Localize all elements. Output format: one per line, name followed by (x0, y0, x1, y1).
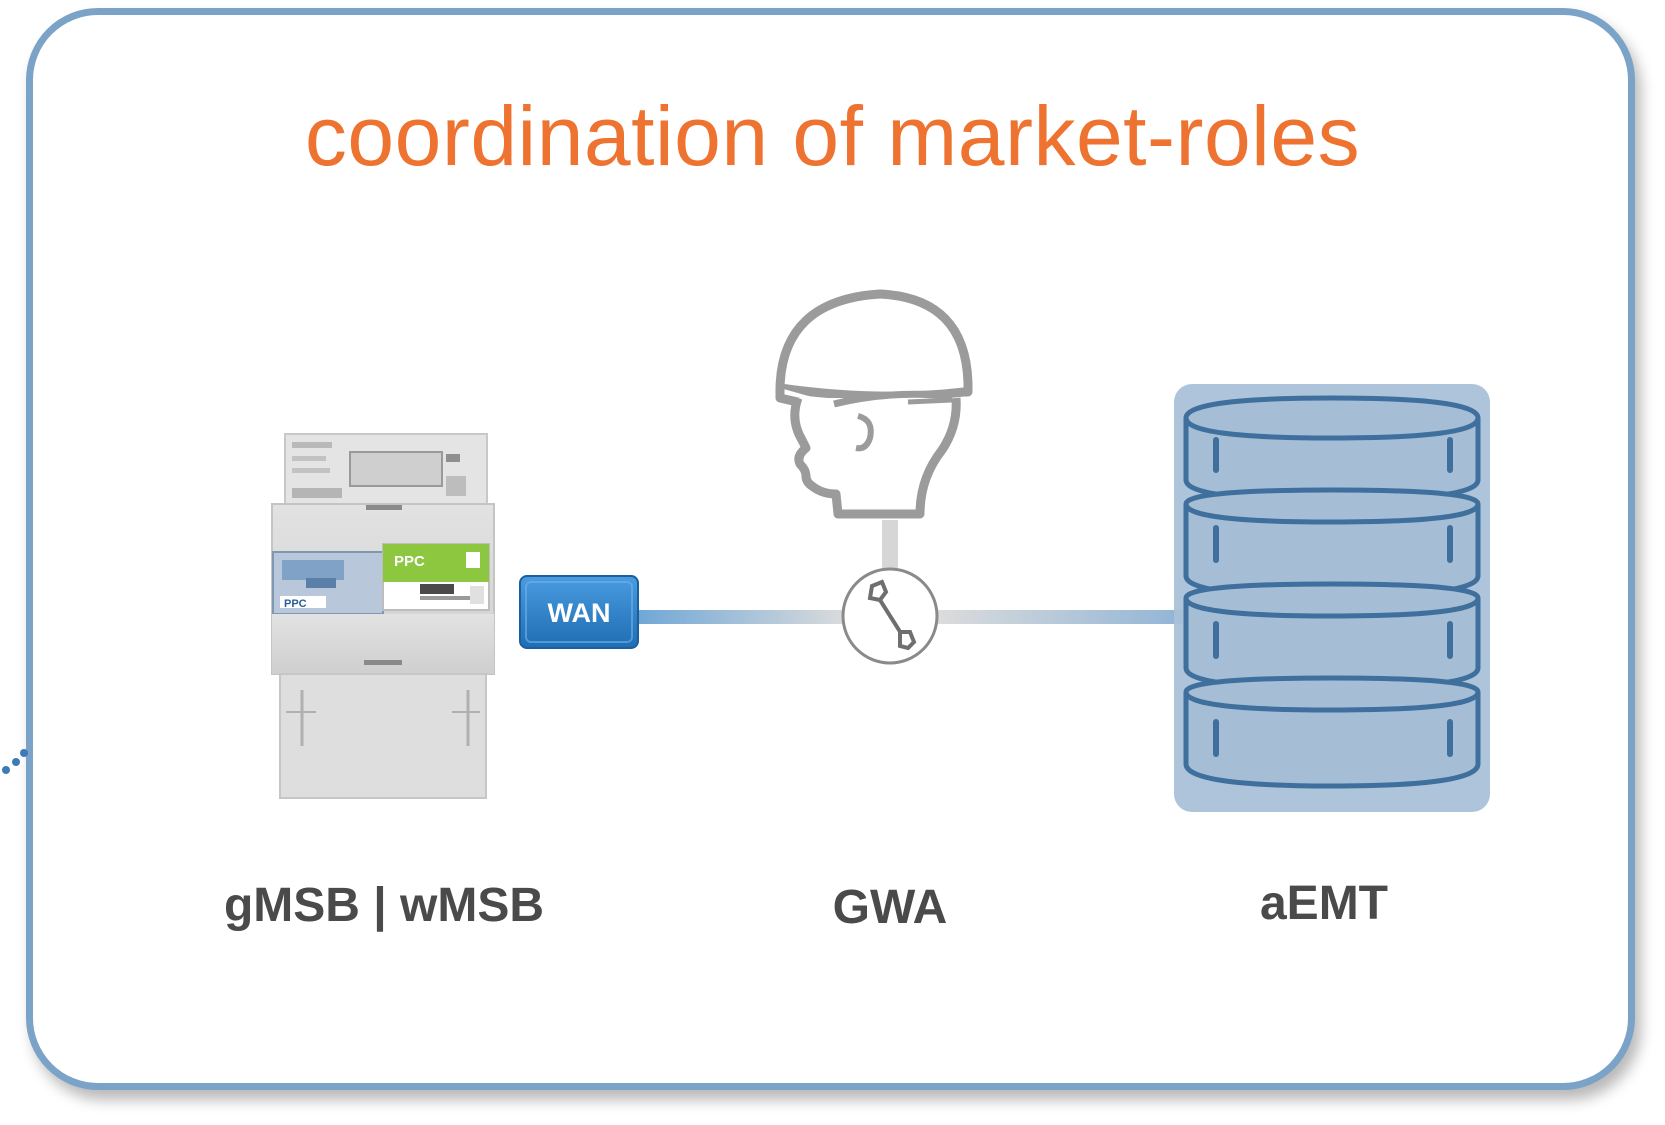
connection-line-vertical (882, 520, 898, 572)
diagram-title: coordination of market-roles (304, 89, 1361, 183)
wan-box: WAN (519, 575, 639, 649)
database-label: aEMT (1259, 877, 1388, 930)
database-icon (1174, 384, 1490, 812)
wrench-icon (867, 579, 917, 651)
wrench-circle (841, 567, 939, 665)
connection-line-right (938, 610, 1188, 624)
connection-line-left (634, 610, 848, 624)
smart-meter-device: PPC PPC (271, 433, 495, 799)
meter-brand-text: PPC (394, 553, 425, 570)
wan-label: WAN (548, 598, 611, 628)
left-connector-dots (2, 749, 28, 774)
helmet-head-icon (775, 289, 973, 519)
meter-blue-module-text: PPC (284, 598, 307, 610)
gateway-admin-label: GWA (832, 881, 948, 934)
meter-label: gMSB | wMSB (223, 879, 545, 932)
